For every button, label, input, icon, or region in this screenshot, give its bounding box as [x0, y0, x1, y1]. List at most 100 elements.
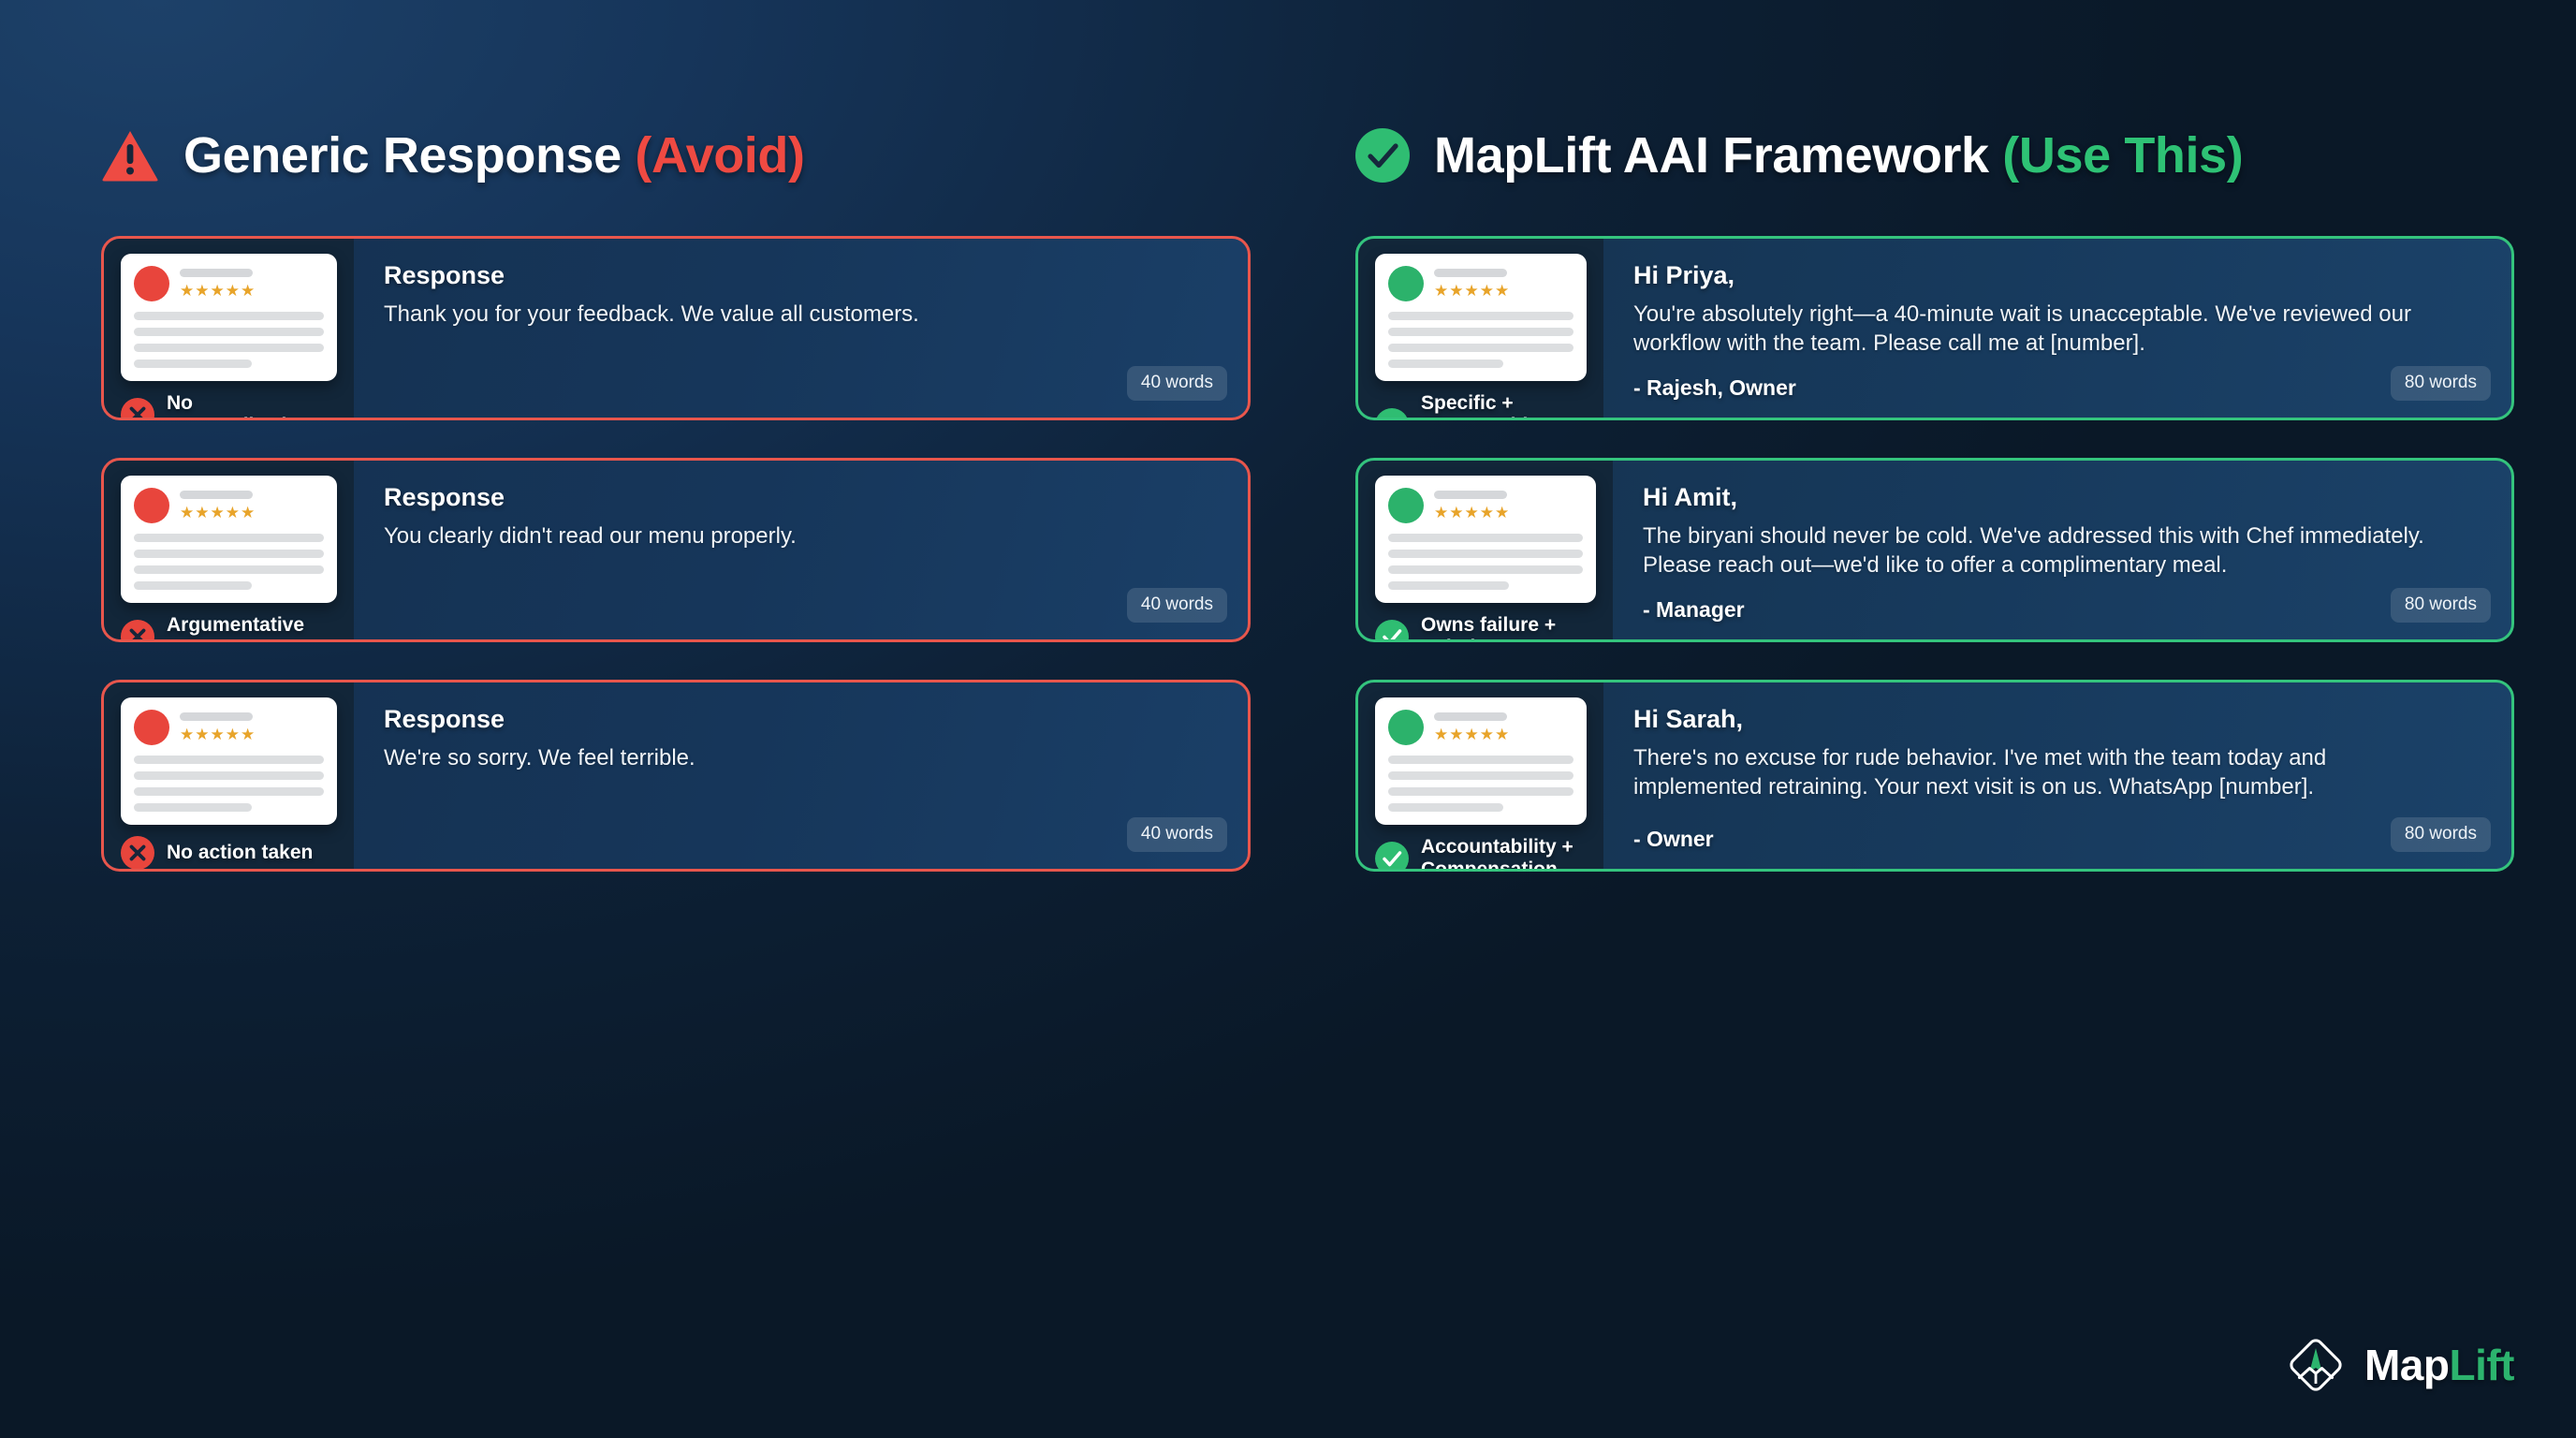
- bad-title-main: Generic Response: [183, 127, 622, 183]
- good-card-2-signature: - Manager: [1643, 597, 1745, 622]
- mock-review-meta: ★★★★★: [1434, 488, 1510, 521]
- mock-review-card: ★★★★★: [121, 476, 337, 603]
- text-placeholder-line: [134, 581, 252, 590]
- bad-card-2-word-count: 40 words: [1126, 588, 1227, 623]
- bad-card-1-badge: No personalization: [121, 381, 337, 418]
- text-placeholder-line: [134, 312, 324, 320]
- good-card-3[interactable]: ★★★★★: [1355, 680, 2514, 872]
- good-card-1[interactable]: ★★★★★: [1355, 236, 2514, 420]
- mock-review-header: ★★★★★: [1388, 488, 1583, 523]
- mock-review-card: ★★★★★: [1375, 476, 1596, 603]
- bad-card-3[interactable]: ★★★★★: [101, 680, 1251, 872]
- good-card-2-heading: Hi Amit,: [1643, 483, 1737, 511]
- good-card-1-badge: Specific + Accountable + Action: [1375, 381, 1587, 418]
- good-card-1-badge-label: Specific + Accountable + Action: [1421, 392, 1556, 418]
- good-card-2-body: Hi Amit, The biryani should never be col…: [1613, 461, 2511, 639]
- text-placeholder-line: [134, 328, 324, 336]
- good-card-3-badge-label: Accountability + Compensation: [1421, 836, 1573, 872]
- text-placeholder-line: [1388, 581, 1509, 590]
- star-rating: ★★★★★: [1434, 726, 1511, 743]
- bad-card-2[interactable]: ★★★★★: [101, 458, 1251, 642]
- name-placeholder-bar: [180, 491, 253, 499]
- text-placeholder-line: [134, 756, 324, 764]
- mock-review-card: ★★★★★: [121, 697, 337, 825]
- x-circle-icon: [121, 836, 154, 869]
- bad-card-3-body: Response We're so sorry. We feel terribl…: [354, 682, 1248, 869]
- mock-review-header: ★★★★★: [1388, 710, 1573, 745]
- good-title-main: MapLift AAI Framework: [1434, 127, 1989, 183]
- good-title-accent: (Use This): [2002, 127, 2244, 183]
- text-placeholder-line: [1388, 312, 1573, 320]
- check-circle-icon: [1375, 841, 1409, 869]
- star-rating: ★★★★★: [1434, 504, 1511, 521]
- good-card-1-body: Hi Priya, You're absolutely right—a 40-m…: [1603, 239, 2511, 418]
- avatar: [134, 488, 169, 523]
- good-card-1-text: You're absolutely right—a 40-minute wait…: [1633, 301, 2411, 357]
- good-card-2-badge-label: Owns failure + Solution: [1421, 614, 1557, 639]
- star-rating: ★★★★★: [1434, 282, 1511, 300]
- maplift-logo: MapLift: [2284, 1333, 2514, 1397]
- name-placeholder-bar: [180, 269, 253, 277]
- bad-card-3-pane: ★★★★★: [104, 682, 354, 869]
- good-card-2-pane: ★★★★★: [1358, 461, 1613, 639]
- avatar: [1388, 488, 1424, 523]
- avatar: [1388, 266, 1424, 301]
- check-circle-icon: [1355, 128, 1410, 183]
- bad-card-1-text: Thank you for your feedback. We value al…: [384, 301, 919, 327]
- text-placeholder-line: [134, 771, 324, 780]
- text-placeholder-line: [134, 344, 324, 352]
- x-circle-icon: [121, 619, 154, 639]
- good-card-2[interactable]: ★★★★★: [1355, 458, 2514, 642]
- bad-card-2-body: Response You clearly didn't read our men…: [354, 461, 1248, 639]
- text-placeholder-line: [1388, 550, 1583, 558]
- maplift-diamond-icon: [2290, 1339, 2342, 1391]
- bad-card-1-pane: ★★★★★: [104, 239, 354, 418]
- good-column-title: MapLift AAI Framework (Use This): [1434, 126, 2244, 184]
- bad-card-1-heading: Response: [384, 261, 505, 289]
- bad-card-2-badge: Argumentative tone: [121, 603, 337, 639]
- mock-review-body-lines: [134, 312, 324, 368]
- mock-review-meta: ★★★★★: [180, 266, 256, 299]
- good-card-3-pane: ★★★★★: [1358, 682, 1603, 869]
- text-placeholder-line: [1388, 756, 1573, 764]
- text-placeholder-line: [1388, 360, 1503, 368]
- mock-review-meta: ★★★★★: [180, 710, 256, 742]
- bad-card-3-word-count: 40 words: [1126, 817, 1227, 852]
- star-rating: ★★★★★: [180, 726, 256, 743]
- good-card-3-heading: Hi Sarah,: [1633, 705, 1744, 733]
- column-maplift-framework: MapLift AAI Framework (Use This) ★★★★★: [1307, 0, 2576, 1438]
- mock-review-body-lines: [134, 534, 324, 590]
- mock-review-body-lines: [1388, 534, 1583, 590]
- text-placeholder-line: [1388, 534, 1583, 542]
- name-placeholder-bar: [1434, 491, 1507, 499]
- text-placeholder-line: [134, 360, 252, 368]
- text-placeholder-line: [134, 565, 324, 574]
- warning-triangle-icon: [102, 131, 158, 182]
- good-card-3-body: Hi Sarah, There's no excuse for rude beh…: [1603, 682, 2511, 869]
- text-placeholder-line: [134, 787, 324, 796]
- text-placeholder-line: [134, 550, 324, 558]
- text-placeholder-line: [1388, 803, 1503, 812]
- mock-review-card: ★★★★★: [121, 254, 337, 381]
- mock-review-meta: ★★★★★: [180, 488, 256, 521]
- good-column-header: MapLift AAI Framework (Use This): [1355, 110, 2514, 200]
- avatar: [134, 710, 169, 745]
- good-card-2-badge: Owns failure + Solution: [1375, 603, 1596, 639]
- mock-review-card: ★★★★★: [1375, 254, 1587, 381]
- good-card-2-text: The biryani should never be cold. We've …: [1643, 523, 2424, 579]
- maplift-wordmark: MapLift: [2364, 1340, 2515, 1390]
- x-circle-icon: [121, 397, 154, 418]
- text-placeholder-line: [134, 803, 252, 812]
- mock-review-body-lines: [1388, 312, 1573, 368]
- bad-card-2-text: You clearly didn't read our menu properl…: [384, 523, 797, 549]
- name-placeholder-bar: [180, 712, 253, 721]
- good-card-3-badge: Accountability + Compensation: [1375, 825, 1587, 872]
- bad-card-1-badge-label: No personalization: [167, 392, 311, 418]
- bad-card-1[interactable]: ★★★★★: [101, 236, 1251, 420]
- good-card-1-signature: - Rajesh, Owner: [1633, 375, 1796, 400]
- good-card-3-text: There's no excuse for rude behavior. I'v…: [1633, 745, 2327, 800]
- avatar: [1388, 710, 1424, 745]
- mock-review-card: ★★★★★: [1375, 697, 1587, 825]
- bad-column-header: Generic Response (Avoid): [101, 110, 1251, 200]
